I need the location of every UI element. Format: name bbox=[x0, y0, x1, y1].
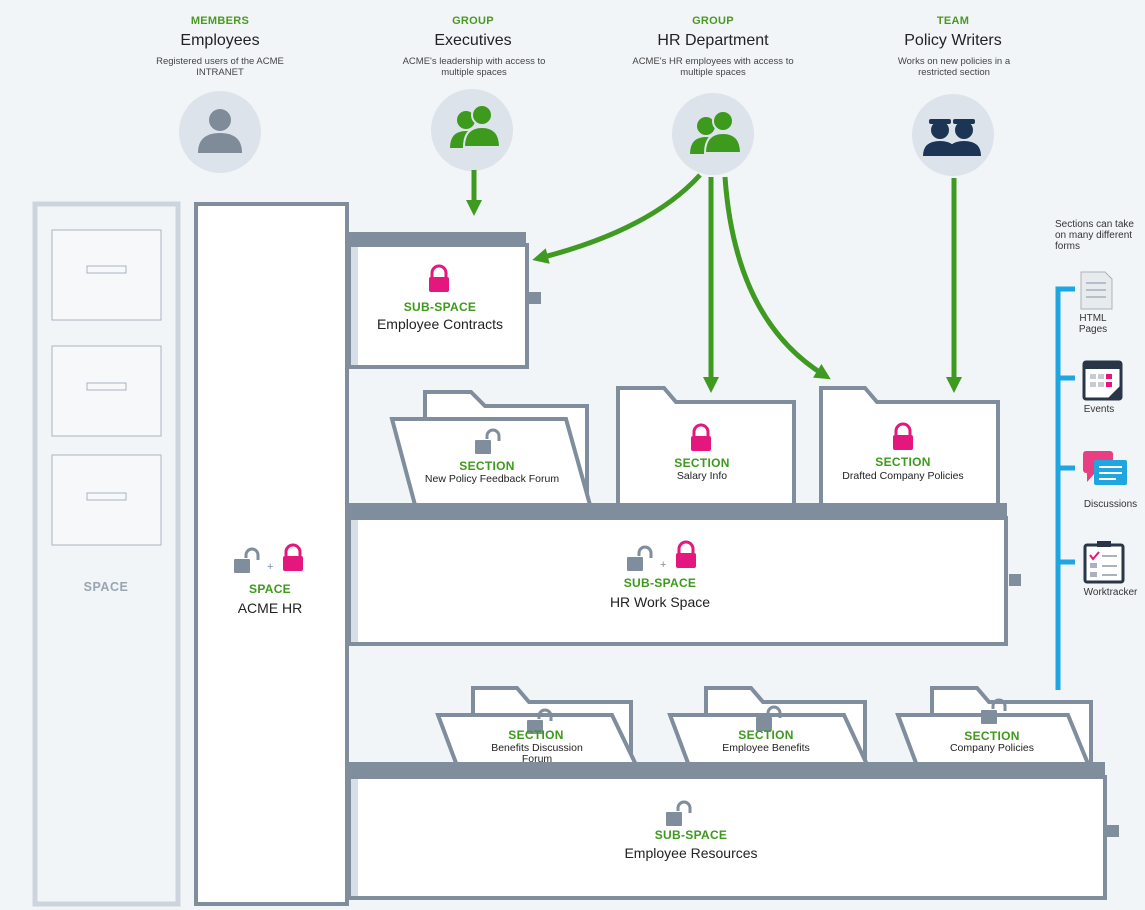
section-kicker: SECTION bbox=[459, 459, 515, 473]
role-title: Employees bbox=[180, 32, 260, 49]
section-benefits-forum-folder bbox=[435, 686, 643, 777]
space-name: ACME HR bbox=[237, 600, 303, 616]
section-name: Employee Benefits bbox=[722, 742, 810, 754]
role-circle-executives bbox=[431, 89, 513, 171]
open-lock-icon bbox=[234, 547, 260, 573]
section-drafted-folder bbox=[819, 386, 1000, 519]
role-circle-hr-department bbox=[672, 93, 754, 175]
section-kicker: SECTION bbox=[964, 729, 1020, 743]
section-company-policies-folder bbox=[895, 686, 1094, 777]
subspace-kicker: SUB-SPACE bbox=[654, 828, 728, 842]
space-cabinet bbox=[32, 201, 181, 907]
section-kicker: SECTION bbox=[875, 455, 931, 469]
role-description: ACME's leadership with access to multipl… bbox=[402, 56, 546, 78]
role-circle-employees bbox=[179, 91, 261, 173]
plus-sign: + bbox=[267, 561, 273, 573]
open-lock-icon bbox=[666, 800, 692, 826]
section-kicker: SECTION bbox=[738, 728, 794, 742]
calendar-icon bbox=[1082, 360, 1123, 401]
sidebar-item-label: HTML Pages bbox=[1078, 313, 1108, 335]
subspace-hr-work-space-box bbox=[347, 503, 1021, 646]
role-description: Works on new policies in a restricted se… bbox=[897, 56, 1011, 78]
role-kicker: TEAM bbox=[936, 15, 970, 27]
role-title: HR Department bbox=[657, 32, 769, 49]
role-description: ACME's HR employees with access to multi… bbox=[632, 56, 794, 78]
sidebar-item-label: Worktracker bbox=[1083, 587, 1138, 598]
group-people-icon bbox=[690, 110, 743, 154]
access-arrows bbox=[465, 170, 963, 394]
chat-bubbles-icon bbox=[1083, 451, 1127, 485]
open-lock-icon bbox=[756, 705, 782, 731]
arrow-hr-to-drafted bbox=[722, 176, 831, 380]
space-acme-hr-box bbox=[194, 202, 349, 906]
open-lock-icon bbox=[475, 428, 501, 454]
single-person-icon bbox=[198, 109, 242, 153]
subspace-name: Employee Contracts bbox=[376, 316, 504, 332]
subspace-name: Employee Resources bbox=[624, 845, 758, 861]
open-lock-icon bbox=[627, 545, 653, 571]
role-kicker: GROUP bbox=[452, 15, 494, 27]
closed-lock-icon bbox=[676, 540, 696, 568]
subspace-name: HR Work Space bbox=[609, 594, 711, 610]
role-description: Registered users of the ACME INTRANET bbox=[156, 56, 284, 78]
subspace-employee-resources-box bbox=[347, 762, 1119, 900]
role-kicker: GROUP bbox=[692, 15, 734, 27]
closed-lock-icon bbox=[691, 423, 711, 451]
section-name: Salary Info bbox=[676, 470, 728, 482]
arrow-hr-to-contracts bbox=[532, 173, 702, 264]
space-kicker: SPACE bbox=[249, 582, 291, 596]
checklist-icon bbox=[1083, 541, 1125, 584]
open-lock-icon bbox=[527, 708, 553, 734]
group-people-icon bbox=[450, 104, 502, 148]
role-kicker: MEMBERS bbox=[190, 15, 250, 27]
html-page-icon bbox=[1080, 271, 1113, 310]
section-name: Benefits Discussion Forum bbox=[491, 742, 583, 765]
sidebar-intro: Sections can take on many different form… bbox=[1055, 219, 1134, 252]
role-circle-policy-writers bbox=[912, 94, 994, 176]
open-lock-icon bbox=[981, 698, 1007, 724]
section-kicker: SECTION bbox=[508, 728, 564, 742]
plus-sign: + bbox=[660, 559, 666, 571]
section-kicker: SECTION bbox=[674, 456, 730, 470]
space-gray-label: SPACE bbox=[83, 580, 129, 594]
subspace-kicker: SUB-SPACE bbox=[403, 300, 477, 314]
team-people-icon bbox=[923, 119, 981, 156]
role-title: Policy Writers bbox=[904, 32, 1002, 49]
section-name: Drafted Company Policies bbox=[842, 470, 964, 482]
section-name: Company Policies bbox=[949, 742, 1035, 754]
closed-lock-icon bbox=[429, 264, 449, 292]
closed-lock-icon bbox=[893, 422, 913, 450]
section-feedback-folder bbox=[389, 390, 593, 510]
subspace-kicker: SUB-SPACE bbox=[623, 576, 697, 590]
section-name: New Policy Feedback Forum bbox=[424, 473, 560, 485]
role-title: Executives bbox=[434, 32, 512, 49]
sidebar-item-label: Discussions bbox=[1083, 499, 1138, 510]
section-types-connector bbox=[1055, 286, 1075, 690]
closed-lock-icon bbox=[283, 543, 303, 571]
sidebar-item-label: Events bbox=[1083, 404, 1115, 415]
